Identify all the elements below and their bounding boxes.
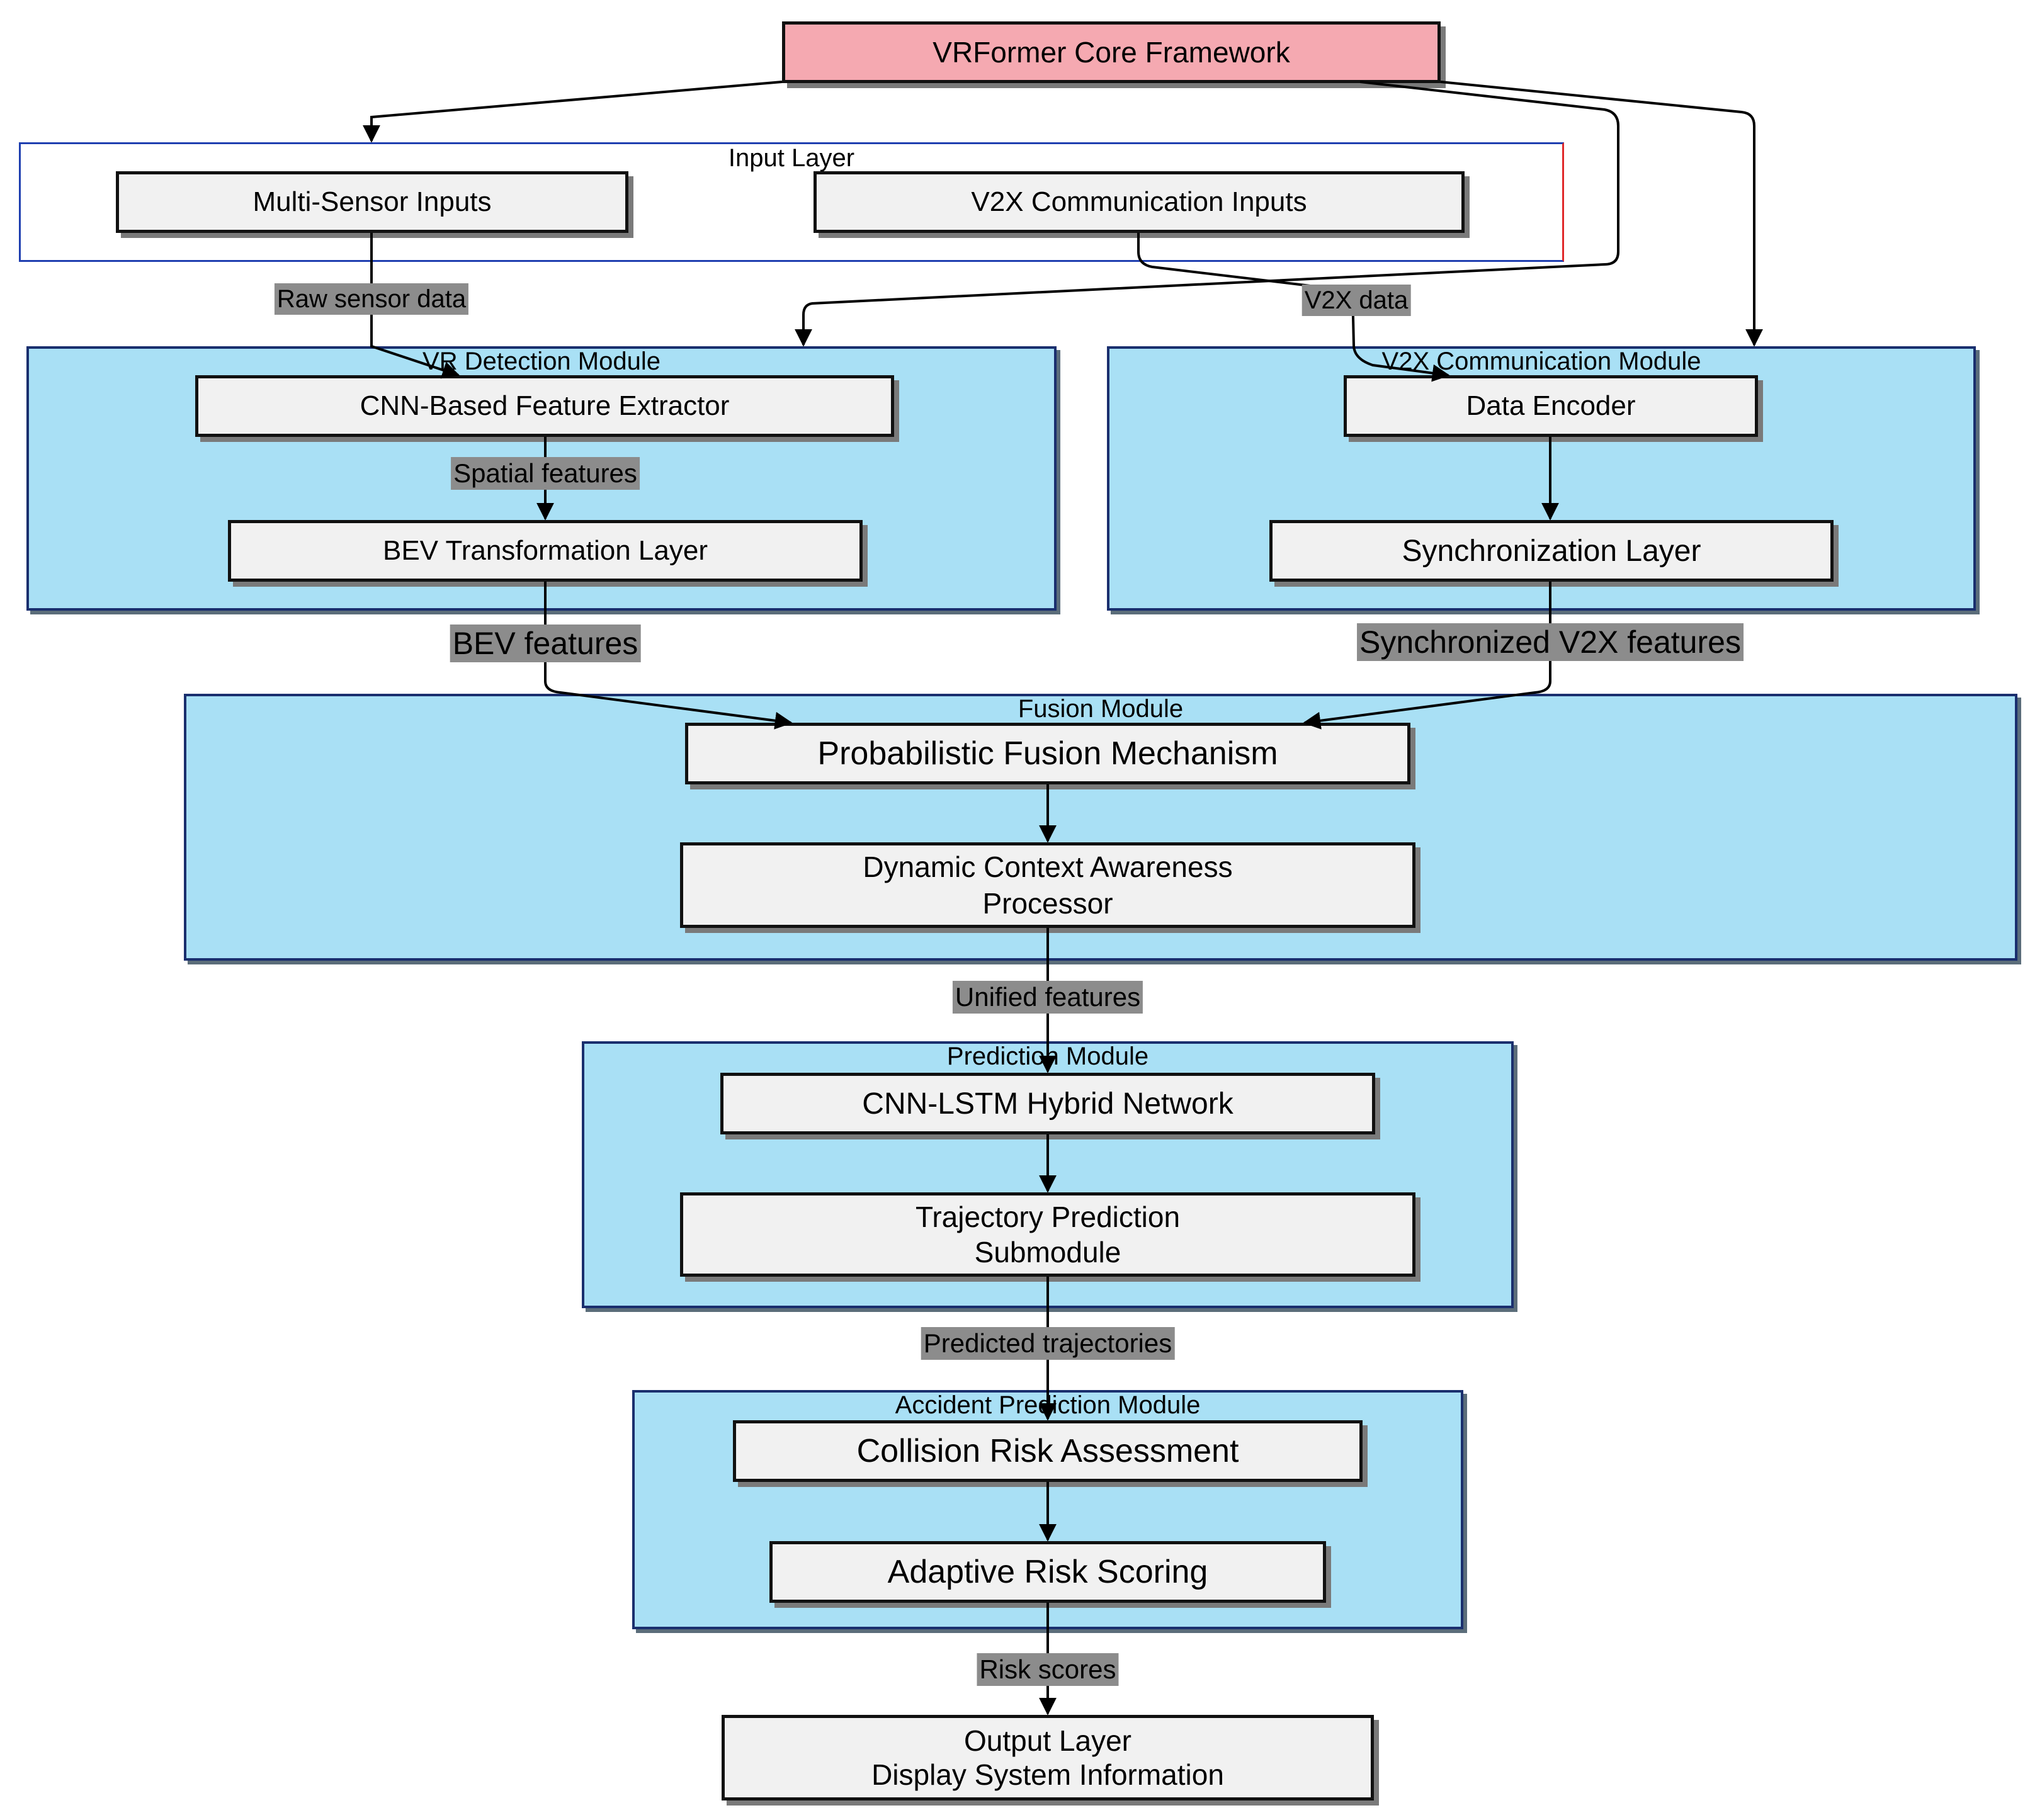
edge-label-bev-features: BEV features (450, 625, 641, 662)
data-encoder-label: Data Encoder (1466, 390, 1636, 421)
output-layer-node: Output Layer Display System Information (722, 1715, 1374, 1800)
v2x-communication-inputs-node: V2X Communication Inputs (814, 171, 1465, 233)
bev-transformation-layer-label: BEV Transformation Layer (382, 535, 708, 566)
edge-core-to-input-layer (363, 81, 783, 143)
edge-label-raw-sensor: Raw sensor data (274, 283, 469, 315)
edge-label-sync-features: Synchronized V2X features (1357, 623, 1744, 661)
cnn-lstm-network-label: CNN-LSTM Hybrid Network (862, 1087, 1233, 1121)
cnn-feature-extractor-label: CNN-Based Feature Extractor (360, 390, 730, 421)
probabilistic-fusion-label: Probabilistic Fusion Mechanism (817, 735, 1278, 772)
edge-label-spatial: Spatial features (451, 457, 640, 490)
v2x-communication-inputs-label: V2X Communication Inputs (971, 186, 1307, 217)
core-framework-node: VRFormer Core Framework (782, 21, 1441, 83)
synchronization-layer-node: Synchronization Layer (1269, 520, 1834, 582)
edge-label-v2x-data: V2X data (1301, 285, 1411, 316)
accident-prediction-module-title: Accident Prediction Module (895, 1391, 1201, 1419)
probabilistic-fusion-node: Probabilistic Fusion Mechanism (685, 723, 1410, 784)
edge-label-predicted: Predicted trajectories (921, 1327, 1175, 1360)
data-encoder-node: Data Encoder (1344, 375, 1758, 437)
trajectory-prediction-label-line1: Trajectory Prediction (915, 1201, 1181, 1233)
collision-risk-label: Collision Risk Assessment (856, 1433, 1239, 1469)
input-layer-title: Input Layer (728, 144, 855, 172)
v2x-communication-module-title: V2X Communication Module (1381, 348, 1701, 375)
trajectory-prediction-label-line2: Submodule (974, 1236, 1121, 1269)
dynamic-context-label-line1: Dynamic Context Awareness (863, 851, 1233, 883)
collision-risk-node: Collision Risk Assessment (733, 1420, 1363, 1482)
adaptive-risk-node: Adaptive Risk Scoring (769, 1541, 1326, 1603)
core-framework-label: VRFormer Core Framework (933, 36, 1290, 69)
fusion-module-title: Fusion Module (1018, 695, 1184, 723)
edge-label-unified: Unified features (952, 981, 1143, 1014)
dynamic-context-processor-node: Dynamic Context Awareness Processor (680, 842, 1415, 928)
cnn-feature-extractor-node: CNN-Based Feature Extractor (195, 375, 894, 437)
bev-transformation-layer-node: BEV Transformation Layer (228, 520, 863, 582)
trajectory-prediction-node: Trajectory Prediction Submodule (680, 1192, 1415, 1277)
multi-sensor-inputs-label: Multi-Sensor Inputs (252, 186, 492, 217)
output-layer-label-line1: Output Layer (964, 1724, 1131, 1757)
adaptive-risk-label: Adaptive Risk Scoring (887, 1554, 1208, 1590)
vr-detection-module-title: VR Detection Module (422, 348, 661, 375)
cnn-lstm-network-node: CNN-LSTM Hybrid Network (720, 1073, 1375, 1134)
dynamic-context-label-line2: Processor (982, 887, 1113, 920)
prediction-module-title: Prediction Module (946, 1043, 1149, 1070)
multi-sensor-inputs-node: Multi-Sensor Inputs (116, 171, 628, 233)
synchronization-layer-label: Synchronization Layer (1402, 534, 1701, 568)
output-layer-label-line2: Display System Information (871, 1758, 1224, 1791)
edge-label-risk-scores: Risk scores (977, 1653, 1119, 1686)
